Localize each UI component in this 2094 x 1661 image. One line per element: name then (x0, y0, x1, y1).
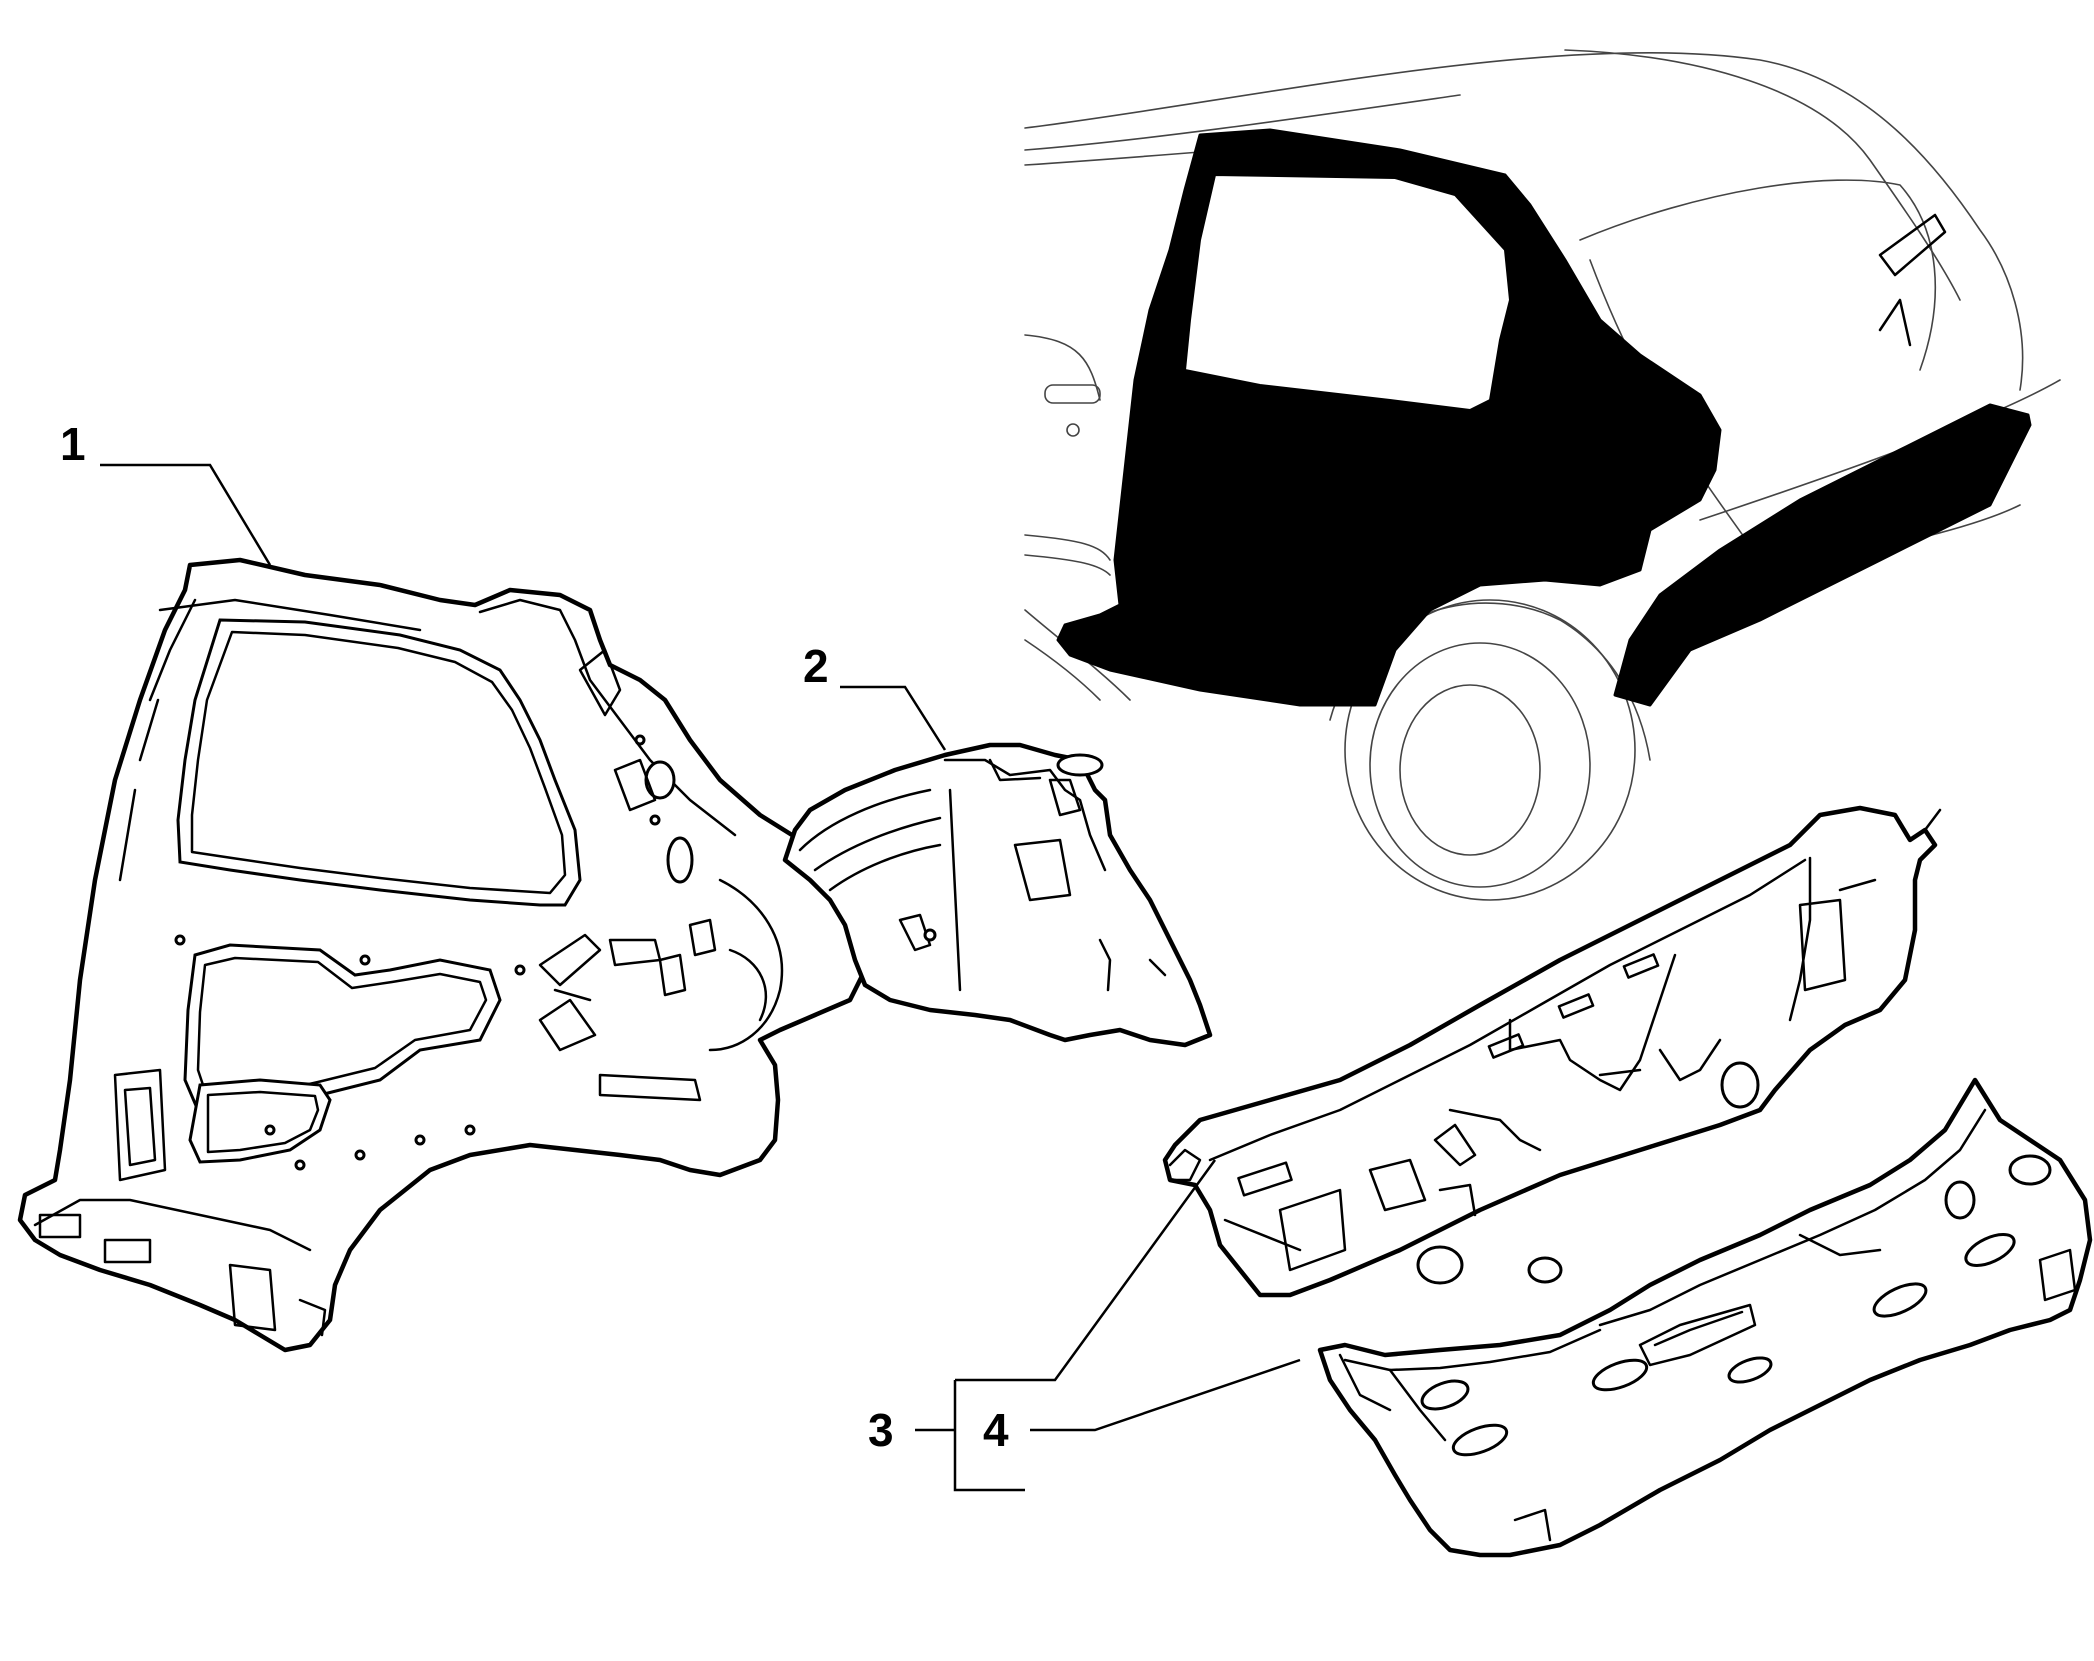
callout-1: 1 (60, 418, 86, 470)
callout-4: 4 (983, 1404, 1009, 1456)
part-1-quarter-panel (17, 557, 878, 1353)
leader-lines (100, 463, 1301, 1492)
highlight-rear-panel (1613, 403, 2032, 707)
door-handle-icon (1044, 384, 1101, 404)
callout-3: 3 (868, 1404, 894, 1456)
callout-2: 2 (803, 640, 829, 692)
part-4-rear-crossmember (1317, 1077, 2093, 1558)
callout-labels: 1 2 3 4 (60, 418, 1009, 1456)
part-2-wheel-house (782, 742, 1213, 1048)
part-3-rear-panel-upper (1162, 805, 1942, 1298)
car-reference-view (1024, 49, 2061, 901)
